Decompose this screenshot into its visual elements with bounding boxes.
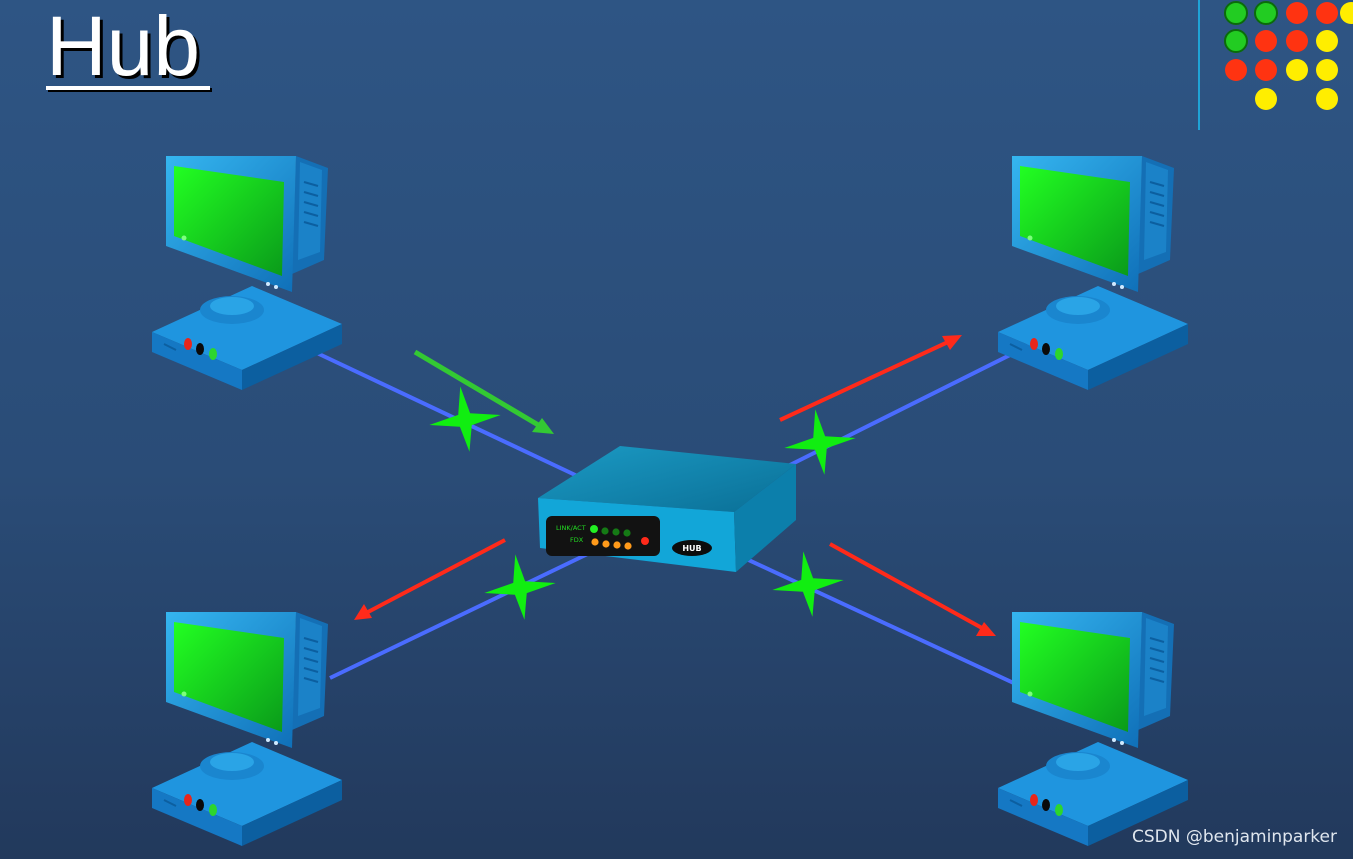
arrow-icon xyxy=(779,340,949,422)
decor-dot xyxy=(1254,1,1278,25)
decor-dot xyxy=(1255,30,1277,52)
decor-dot xyxy=(1316,2,1338,24)
decor-dot xyxy=(1255,59,1277,81)
decor-dot xyxy=(1340,2,1353,24)
decor-dot xyxy=(1316,59,1338,81)
decor-dot xyxy=(1286,59,1308,81)
arrow-icon xyxy=(942,335,962,350)
arrow-icon xyxy=(413,349,542,429)
star-icon xyxy=(767,546,849,622)
decor-dot xyxy=(1224,29,1248,53)
arrow-icon xyxy=(829,542,983,630)
decor-dots xyxy=(1224,1,1353,110)
computer-icon xyxy=(151,611,343,847)
cable-bottom-right xyxy=(739,554,1021,688)
decor-dot xyxy=(1224,1,1248,25)
computer-icon xyxy=(997,155,1189,391)
star-icon xyxy=(424,381,506,457)
decor-dot xyxy=(1316,88,1338,110)
arrow-icon xyxy=(976,622,996,636)
computer-icon xyxy=(997,611,1189,847)
hub-icon: LINK/ACT FDX HUB xyxy=(538,446,796,572)
hub-label: HUB xyxy=(682,544,701,553)
arrow-icon xyxy=(354,604,372,620)
dots-divider xyxy=(1198,0,1200,130)
decor-dot xyxy=(1255,88,1277,110)
slide-title: Hub xyxy=(46,0,201,93)
hub-indicator-label-link: LINK/ACT xyxy=(556,524,586,532)
decor-dot xyxy=(1286,30,1308,52)
decor-dot xyxy=(1225,59,1247,81)
title-underline xyxy=(46,86,210,90)
watermark: CSDN @benjaminparker xyxy=(1132,827,1337,847)
arrow-icon xyxy=(532,418,554,434)
cable-bottom-left xyxy=(329,546,601,680)
star-icon xyxy=(479,549,561,625)
arrow-icon xyxy=(367,538,506,614)
decor-dot xyxy=(1286,2,1308,24)
hub-indicator-label-fdx: FDX xyxy=(570,536,584,544)
decor-dot xyxy=(1316,30,1338,52)
cable-top-left xyxy=(299,343,591,484)
arrows xyxy=(354,335,996,636)
computer-icon xyxy=(151,155,343,391)
